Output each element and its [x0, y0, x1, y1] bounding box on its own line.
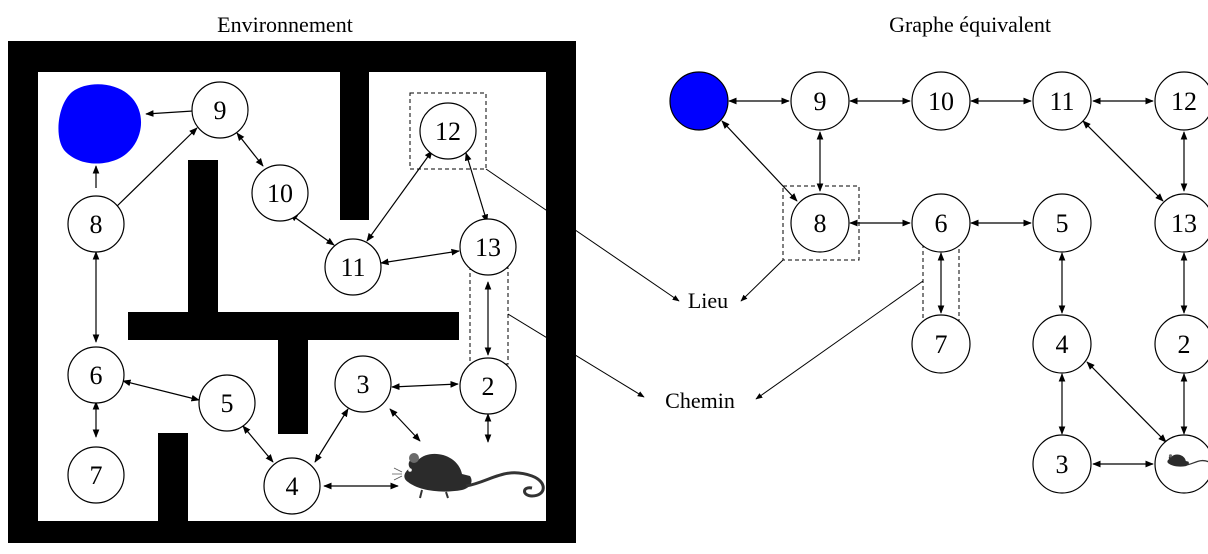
- chemin-pointer-env: [507, 313, 645, 398]
- edge-3-2: [391, 380, 459, 391]
- edge-11-12: [366, 150, 433, 242]
- edge-9-blob: [145, 110, 194, 117]
- path-highlight-box: [469, 267, 509, 365]
- env-node-label: 9: [214, 96, 227, 125]
- edge-4-rat: [1086, 361, 1167, 443]
- lieu-pointer-env: [485, 168, 680, 302]
- env-node-13: [459, 218, 517, 276]
- chemin-label: Chemin: [665, 388, 735, 413]
- env-node-6: [67, 346, 125, 404]
- graph-node-2: [1154, 314, 1208, 374]
- graph-node-label: 6: [935, 209, 948, 238]
- env-node-11: [324, 238, 382, 296]
- env-node-label: 12: [435, 117, 461, 146]
- callout-lines: [485, 168, 924, 400]
- edge-goal-8: [721, 120, 798, 202]
- env-node-label: 4: [286, 472, 299, 501]
- lieu-pointer-graph: [740, 259, 784, 302]
- graph-node-label: 13: [1171, 209, 1197, 238]
- edge-6-5: [122, 379, 200, 402]
- env-node-label: 8: [90, 210, 103, 239]
- environment-nodes: [67, 81, 517, 515]
- maze-wall-horizontal: [128, 312, 459, 340]
- graph-node-7: [911, 314, 971, 374]
- env-node-label: 13: [475, 233, 501, 262]
- maze-wall-top: [340, 72, 369, 220]
- graph-node-5: [1032, 193, 1092, 253]
- env-node-label: 7: [90, 461, 103, 490]
- graph-node-10: [911, 71, 971, 131]
- env-node-label: 10: [267, 179, 293, 208]
- graph-node-label: 4: [1056, 330, 1069, 359]
- graph-node-3: [1032, 434, 1092, 494]
- graph-node-label: 5: [1056, 209, 1069, 238]
- graph-node-label: 3: [1056, 450, 1069, 479]
- env-node-5: [198, 374, 256, 432]
- edge-5-4: [242, 425, 274, 463]
- graph-node-11: [1032, 71, 1092, 131]
- env-node-4: [263, 457, 321, 515]
- graph-node-label: 10: [928, 87, 954, 116]
- environment-node-labels: 9 8 10 12 11 13 6 5 3 2 7 4: [90, 96, 502, 501]
- env-node-10: [251, 164, 309, 222]
- blob-goal: [58, 84, 142, 164]
- maze-wall-bottom: [158, 433, 188, 523]
- env-node-label: 11: [340, 253, 365, 282]
- graph-node-13: [1154, 193, 1208, 253]
- environment-title: Environnement: [217, 12, 353, 37]
- edge-9-10: [236, 132, 264, 167]
- graph-node-label: 11: [1049, 87, 1074, 116]
- lieu-label: Lieu: [688, 288, 728, 313]
- maze-wall-vertical-mid: [278, 340, 308, 434]
- graph-node-labels: 9 10 11 12 8 6 5 13 7 4 2 3: [814, 87, 1198, 479]
- edge-12-13: [464, 152, 489, 223]
- edge-11-13: [1082, 120, 1164, 202]
- place-highlight-box: [409, 92, 487, 170]
- env-node-label: 6: [90, 361, 103, 390]
- graph-nodes: [669, 71, 1208, 494]
- graph-node-12: [1154, 71, 1208, 131]
- env-node-2: [459, 357, 517, 415]
- graph-node-label: 9: [814, 87, 827, 116]
- chemin-pointer-graph: [755, 280, 924, 400]
- graph-edges: [721, 97, 1188, 468]
- graph-node-6: [911, 193, 971, 253]
- goal-node: [669, 71, 729, 131]
- environment-edges: [92, 110, 492, 490]
- env-node-label: 5: [221, 389, 234, 418]
- graph-node-label: 2: [1178, 330, 1191, 359]
- rat-icon: [1167, 454, 1208, 467]
- env-node-12: [419, 102, 477, 160]
- graph-node-9: [790, 71, 850, 131]
- maze: [8, 41, 576, 543]
- graph-title: Graphe équivalent: [889, 12, 1051, 37]
- env-node-label: 2: [482, 372, 495, 401]
- graph-node-label: 8: [814, 209, 827, 238]
- edge-11-13: [380, 248, 460, 266]
- env-node-label: 3: [357, 370, 370, 399]
- place-highlight-box-graph: [782, 185, 860, 261]
- graph-node-label: 7: [935, 330, 948, 359]
- edge-8-9: [111, 127, 198, 212]
- env-node-7: [67, 446, 125, 504]
- edge-3-rat: [389, 408, 421, 442]
- graph-node-8: [790, 193, 850, 253]
- env-node-9: [191, 81, 249, 139]
- edge-4-3: [314, 408, 349, 463]
- env-node-8: [67, 195, 125, 253]
- graph-node-4: [1032, 314, 1092, 374]
- env-node-3: [334, 355, 392, 413]
- rat-icon: [392, 453, 545, 499]
- graph-node-label: 12: [1171, 87, 1197, 116]
- edge-10-11: [289, 213, 335, 246]
